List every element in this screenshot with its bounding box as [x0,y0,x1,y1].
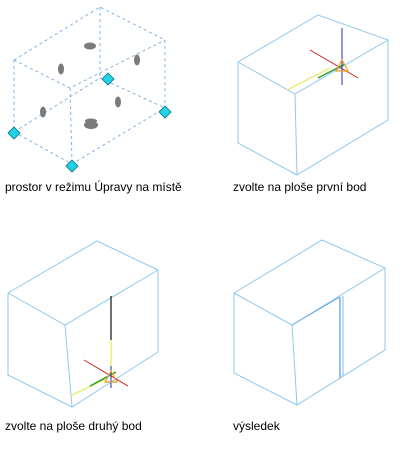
box-edge [294,93,298,176]
box-edge [69,87,73,165]
panel-2-box [237,14,389,176]
ucs-axis-y [89,371,117,387]
tracking-line [286,67,331,91]
caption-panel-4: výsledek [233,419,280,433]
snap-marker-icon [334,58,350,72]
box-edge [237,14,389,176]
panel-1-oval-handles [40,42,140,129]
grip-icon [65,159,79,173]
box-edge [233,267,386,326]
box-edge [7,269,159,326]
panel-3-cursor [69,296,129,397]
box-edge [237,39,389,95]
caption-panel-1: prostor v režimu Úpravy na místě [5,180,182,194]
panel-1-grips [7,72,172,173]
panel-2-cursor [286,28,359,91]
oval-handle-icon [40,106,46,118]
box-edge [7,240,159,408]
ucs-axis-y [317,63,346,79]
grip-icon [7,126,21,140]
box-edge [13,6,166,165]
box-edge [291,324,298,406]
oval-handle-icon [84,42,96,50]
snap-marker-icon [103,369,119,383]
oval-handle-icon [134,54,140,66]
wall-divider [291,296,341,326]
caption-panel-2: zvolte na ploše první bod [233,180,367,194]
oval-handle-icon [58,63,64,75]
box-edge [64,324,73,408]
grip-icon [158,105,172,119]
box-edge [233,239,386,406]
oval-handle-icon [115,96,121,108]
panel-3-box [7,240,159,408]
ucs-axis-x [309,49,359,79]
grip-icon [101,72,115,86]
caption-panel-3: zvolte na ploše druhý bod [5,419,142,433]
panel-1-dashed-box [13,6,166,165]
ucs-axis-x [83,359,129,387]
box-edge [13,77,101,133]
oval-handle-icon [85,118,97,124]
tracking-line [69,377,109,397]
panel-4-box [233,239,386,406]
